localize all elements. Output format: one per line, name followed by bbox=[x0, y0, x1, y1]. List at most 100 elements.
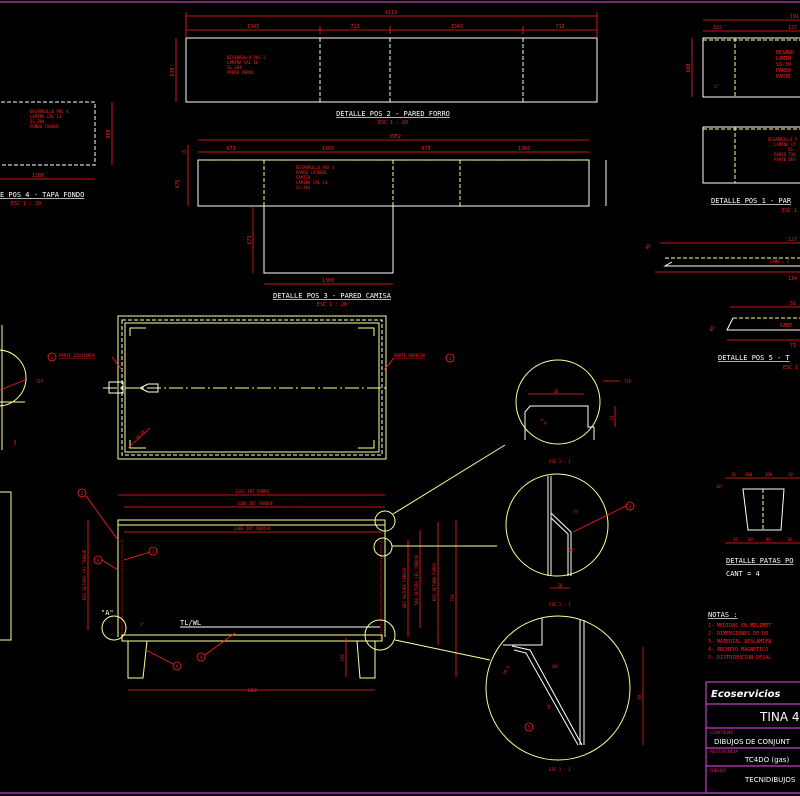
note: SS-304 bbox=[30, 119, 45, 124]
dim: 1303 bbox=[322, 146, 334, 152]
dim: 322 bbox=[713, 25, 722, 31]
detail-pos1: 191 322 127 680 1° DESARR LAMIN SS-30 PA… bbox=[686, 14, 800, 214]
dim: 76 bbox=[545, 703, 552, 710]
note: DESARROLLO POS 2 bbox=[227, 55, 266, 60]
dim: 540 ALTURA (B) TANQUE bbox=[414, 554, 419, 605]
detail-pos3: 3952 673 1303 673 1303 15 476 673 1303 D… bbox=[175, 134, 607, 308]
note-item: 5- DISTRIBUCION DESAL bbox=[708, 655, 771, 661]
note: LAMINA CA bbox=[774, 142, 796, 147]
dim: 680 bbox=[686, 63, 692, 72]
note: LAMINA CAL 14 bbox=[296, 180, 328, 185]
dim: 673 bbox=[421, 146, 430, 152]
quantity: CANT = 4 bbox=[726, 570, 760, 578]
dim: 10 bbox=[788, 472, 793, 477]
dim: 15 bbox=[609, 415, 614, 420]
note: LAMINA CAL 16 bbox=[227, 60, 259, 65]
note: PARED FORRO bbox=[227, 70, 254, 75]
note: SS-30 bbox=[776, 62, 791, 68]
dim: 127 bbox=[788, 25, 797, 31]
note: CANT = 2 bbox=[770, 259, 790, 264]
dim: 10 bbox=[558, 583, 563, 588]
dim: 75 bbox=[573, 510, 578, 515]
note: SS-304 bbox=[296, 185, 311, 190]
note: PARTE DER bbox=[774, 157, 796, 162]
note: LAMINA CAL 14 bbox=[30, 114, 62, 119]
note: DESARR bbox=[776, 50, 795, 56]
title-block: Ecoservicios TINA 4 CONTIENE DIBUJOS DE … bbox=[705, 681, 800, 794]
dim: 650 ALTURA (A) TANQUE bbox=[82, 549, 87, 600]
dim: 45 bbox=[645, 243, 653, 251]
dim: 45 bbox=[709, 325, 717, 333]
ref-balloon: 3 bbox=[97, 558, 100, 563]
ref-balloon: 4 bbox=[200, 655, 203, 660]
dim: 100 bbox=[745, 472, 753, 477]
note-item: 1- MEDIDAS EN MILIMET bbox=[708, 623, 771, 629]
dim-total: 4113 bbox=[385, 10, 397, 16]
dim: 30.5 bbox=[502, 664, 511, 675]
notes: NOTAS : 1- MEDIDAS EN MILIMET 2- DIMENSI… bbox=[708, 611, 771, 661]
dim: 635 ALTURA FORRO bbox=[432, 562, 437, 601]
ref-balloon: 3 bbox=[629, 504, 632, 509]
detail-pos2: 4113 1343 713 1343 713 630 DESARROLLO PO… bbox=[170, 10, 598, 126]
detail-scale: ESC 1 : 20 bbox=[317, 302, 347, 308]
dim: 30° bbox=[552, 664, 559, 669]
note: CAMISA bbox=[296, 175, 311, 180]
left-partial-view: TIP bbox=[0, 325, 44, 641]
drawing-name: TINA 4 bbox=[759, 710, 800, 724]
ref-balloon: 1 bbox=[51, 355, 54, 360]
note: PARED TAN bbox=[774, 152, 796, 157]
dim: 713 bbox=[350, 24, 359, 30]
dim: 10 bbox=[733, 537, 738, 542]
dim: 1343 bbox=[451, 24, 463, 30]
note: DESARROLLO POS 4 bbox=[30, 109, 69, 114]
dim: 1303 INT CAMISA bbox=[234, 526, 271, 531]
dim: 1303 bbox=[518, 146, 530, 152]
dim: 134 bbox=[788, 276, 797, 282]
dim: 250 bbox=[340, 654, 345, 662]
label-right: PARTE DERECHA bbox=[394, 353, 426, 358]
detail-title: DETALLE POS 5 - T bbox=[718, 354, 790, 362]
dim: 485 ALTURA CAMISA bbox=[402, 567, 407, 609]
field-label: CONTIENE bbox=[710, 730, 733, 736]
weld-symbol: TIP bbox=[36, 379, 44, 384]
note-item: 3- MATERIAL AISLAMIEN bbox=[708, 639, 771, 645]
detail-patas: 10 100 100 10 10 80 80 10 10° DETALLE PA… bbox=[716, 472, 800, 578]
dim: 880 bbox=[106, 129, 112, 138]
detail-circle-1: 28 15 3 R ESC 1 : 1 bbox=[515, 359, 616, 464]
dim: 80 bbox=[748, 537, 753, 542]
note: DESARROLLO POS 3 bbox=[296, 165, 335, 170]
dim: 60 bbox=[637, 694, 642, 699]
note: DESARROLLO P bbox=[768, 137, 797, 142]
weld-symbol: TIP bbox=[624, 379, 632, 384]
dim: 1360 bbox=[247, 688, 257, 693]
detail-callout: "A" bbox=[101, 609, 114, 617]
dim: 1° bbox=[714, 84, 719, 89]
note: FONDO TANQUE bbox=[30, 124, 59, 129]
dim: 1280 bbox=[32, 173, 44, 179]
ref-balloon: 1 bbox=[152, 549, 155, 554]
label-left: PARTE IZQUIERDA bbox=[59, 353, 96, 358]
detail-pos4: 880 1280 DESARROLLO POS 4 LAMINA CAL 14 … bbox=[0, 101, 113, 207]
dim: 191 bbox=[790, 14, 799, 20]
dim: 51 bbox=[790, 301, 796, 307]
detail-circle-3: 60 30° 30.5 76 5 ESC 1 : 1 bbox=[485, 615, 644, 772]
field-value: TC4DO (gas) bbox=[744, 756, 789, 764]
detail-pos5: 127 CANT = 2 134 45 51 CANT 71 45 DETALL… bbox=[645, 237, 800, 371]
dim: 1° bbox=[140, 622, 145, 627]
note-item: 4- ARCHIVO MAGNETICO bbox=[708, 647, 768, 653]
detail-scale: ESC 1 : 1 bbox=[549, 602, 571, 607]
ref-balloon: 5 bbox=[528, 725, 531, 730]
dim: 127 bbox=[788, 237, 797, 243]
section-view: TL/WL 1343 INT FORRO 1280 INT TANQUE 130… bbox=[77, 444, 506, 693]
detail-scale: ESC 1 : 20 bbox=[378, 120, 408, 126]
field-label: DIBUJO bbox=[710, 768, 727, 774]
dim: 476 bbox=[175, 179, 181, 188]
dim: 673 bbox=[226, 146, 235, 152]
note: PARTE bbox=[776, 74, 791, 80]
dim: 1280 INT TANQUE bbox=[237, 501, 274, 506]
dim: 3 R bbox=[539, 417, 548, 426]
dim: 1303 bbox=[322, 278, 334, 284]
dim: 10° bbox=[716, 484, 723, 489]
detail-scale: ESC 1 bbox=[783, 365, 798, 371]
dim: 713 bbox=[555, 24, 564, 30]
